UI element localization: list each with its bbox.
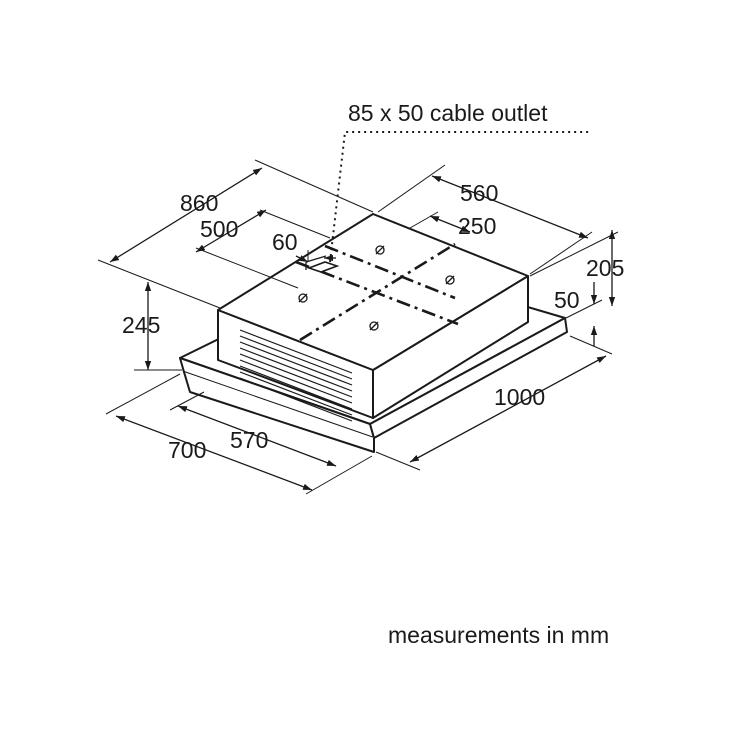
centre-line-short: [299, 242, 456, 342]
dimension-60: [295, 250, 336, 263]
dimension-700-label: 700: [168, 437, 206, 463]
fixing-hole-4: [369, 321, 379, 331]
vent-slot: [239, 347, 353, 392]
dimension-205: [529, 230, 619, 306]
dimension-245-label: 245: [122, 312, 160, 338]
dimension-1000: [375, 335, 613, 471]
dimension-500: [195, 209, 331, 289]
vent-slot: [239, 335, 353, 380]
dimension-50-label: 50: [554, 287, 580, 313]
cable-outlet-hole: [306, 261, 340, 273]
dimension-860: [97, 159, 374, 309]
vent-slot: [239, 329, 353, 374]
vent-slot: [239, 353, 353, 398]
cable-outlet-leader: [329, 131, 590, 263]
cable-outlet-label: 85 x 50 cable outlet: [348, 100, 548, 126]
dimension-245: [134, 282, 182, 371]
dimension-250-label: 250: [458, 213, 496, 239]
dimension-570: [169, 391, 337, 467]
dimension-500-label: 500: [200, 216, 238, 242]
dimension-50: [565, 282, 603, 346]
dimension-560: [377, 164, 593, 275]
fixing-hole-2: [445, 275, 455, 285]
dimension-560-label: 560: [460, 180, 498, 206]
dimension-570-label: 570: [230, 427, 268, 453]
vent-slot: [239, 359, 353, 404]
dimension-60-label: 60: [272, 229, 298, 255]
dimension-860-label: 860: [180, 190, 218, 216]
units-note: measurements in mm: [388, 622, 609, 648]
fixing-hole-3: [298, 293, 308, 303]
dimension-250: [409, 211, 471, 233]
cable-outlet: [305, 131, 590, 273]
fixing-hole-1: [375, 245, 385, 255]
vent-slot: [239, 365, 353, 410]
dimension-205-label: 205: [586, 255, 624, 281]
fixing-holes: [298, 245, 455, 331]
centre-line-offset: [324, 244, 456, 300]
cable-outlet-bracket: [305, 255, 327, 270]
vent-slot: [239, 341, 353, 386]
top-centre-lines: [295, 242, 459, 342]
dimension-1000-label: 1000: [494, 384, 545, 410]
